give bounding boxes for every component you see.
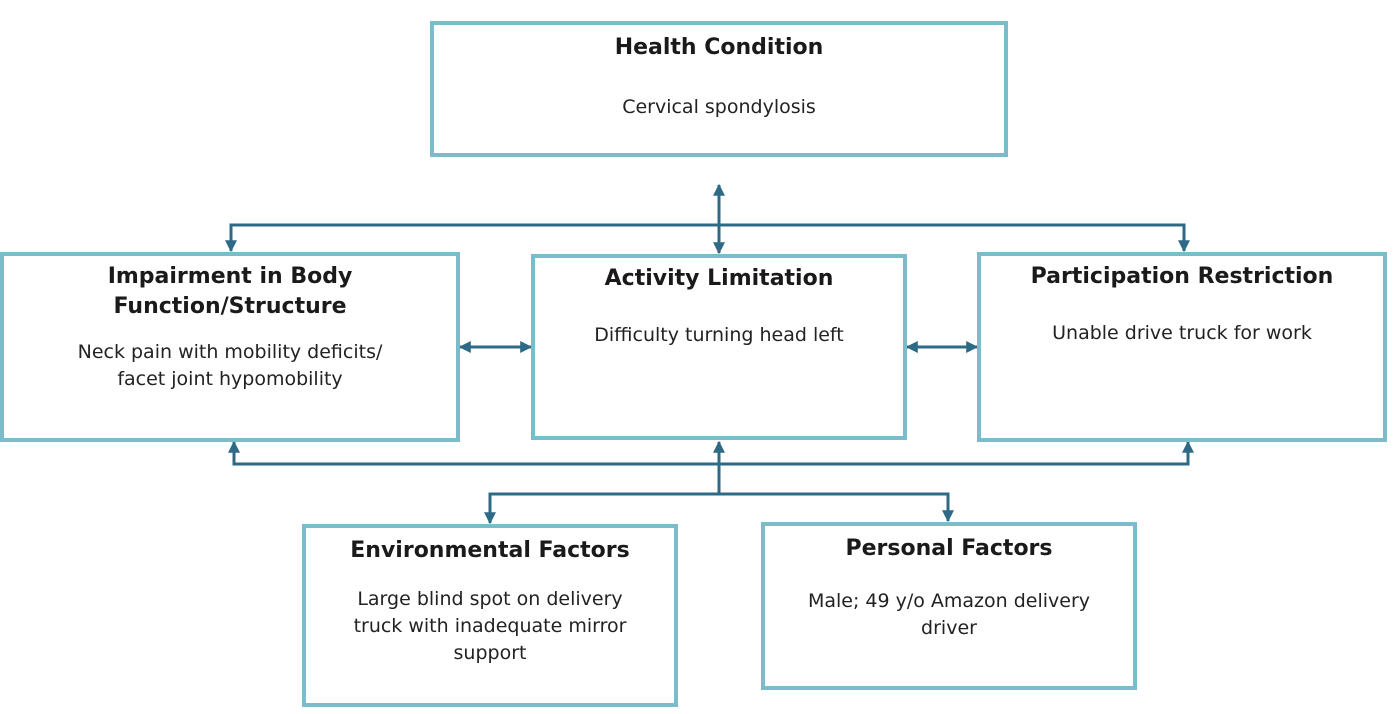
activity-limitation-box: Activity Limitation Difficulty turning h… [531, 254, 907, 440]
environmental-title: Environmental Factors [350, 538, 630, 563]
health-condition-text: Cervical spondylosis [622, 96, 816, 118]
activity-title: Activity Limitation [604, 266, 834, 291]
top-bracket-line [229, 223, 1186, 251]
personal-title: Personal Factors [845, 536, 1053, 561]
health-condition-title: Health Condition [614, 35, 824, 60]
participation-restriction-box: Participation Restriction Unable drive t… [977, 252, 1387, 442]
personal-text-line1: Male; 49 y/o Amazon delivery [807, 590, 1091, 612]
environmental-factors-box: Environmental Factors Large blind spot o… [302, 524, 678, 707]
participation-title: Participation Restriction [1030, 264, 1334, 289]
impairment-title-line2: Function/Structure [113, 294, 347, 319]
environmental-text-line1: Large blind spot on delivery [357, 588, 623, 610]
participation-text: Unable drive truck for work [1052, 322, 1312, 344]
impairment-text-line2: facet joint hypomobility [117, 368, 343, 390]
environmental-text-line2: truck with inadequate mirror [353, 615, 627, 637]
personal-factors-box: Personal Factors Male; 49 y/o Amazon del… [761, 522, 1137, 690]
environmental-text-line3: support [453, 642, 527, 664]
activity-text: Difficulty turning head left [594, 324, 844, 346]
impairment-title-line1: Impairment in Body [107, 264, 353, 289]
impairment-text-line1: Neck pain with mobility deficits/ [77, 341, 383, 363]
personal-text-line2: driver [921, 617, 977, 639]
impairment-box: Impairment in Body Function/Structure Ne… [0, 252, 460, 442]
contextual-bracket-line [488, 492, 950, 522]
health-condition-box: Health Condition Cervical spondylosis [430, 21, 1008, 157]
bottom-bracket-line [232, 444, 1190, 466]
